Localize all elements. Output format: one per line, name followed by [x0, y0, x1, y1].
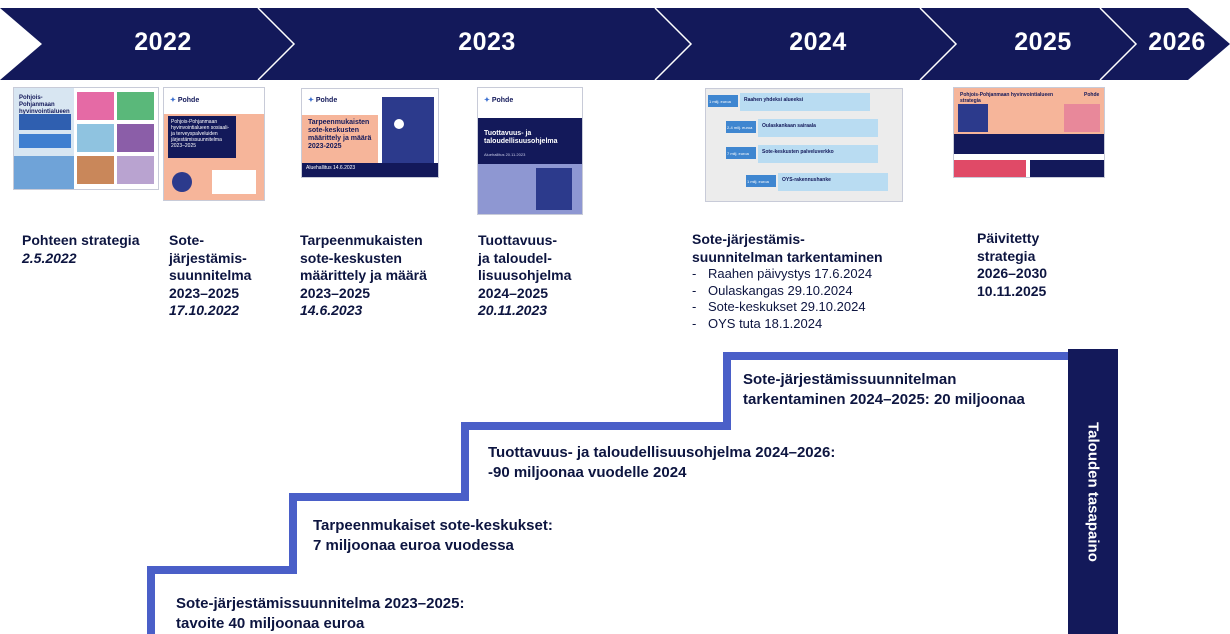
plan-thumb-logo: Pohde: [177, 97, 200, 104]
step-3-bar: [461, 422, 731, 430]
step-3-line2: -90 miljoonaa vuodelle 2024: [488, 464, 687, 481]
pohde-logo-icon: ✦: [308, 97, 314, 104]
milestone-refinement: Sote-järjestämis- suunnitelman tarkentam…: [692, 231, 922, 332]
milestone-plan-line2: järjestämis-: [169, 249, 247, 266]
list-item: Sote-keskukset 29.10.2024: [692, 299, 922, 316]
refine-row-3: Sote-keskusten palveluverkko: [762, 149, 834, 155]
milestone-productivity-line1: Tuottavuus-: [478, 232, 558, 248]
refine-label-2: 2-4 milj. euroa: [727, 125, 753, 130]
step-3-text: Tuottavuus- ja taloudellisuusohjelma 202…: [488, 443, 835, 483]
milestone-plan-date: 17.10.2022: [169, 302, 240, 318]
productivity-thumb-logo: Pohde: [491, 97, 514, 104]
refinement-thumbnail: 1 milj. euroa Raahen yhdeksi alueeksi 2-…: [705, 88, 903, 202]
milestone-updated-line4: 10.11.2025: [977, 282, 1047, 299]
milestone-updated-line1: Päivitetty: [977, 230, 1040, 246]
pohde-logo-icon: ✦: [484, 97, 490, 104]
step-2-line1: Tarpeenmukaiset sote-keskukset:: [313, 517, 553, 534]
step-4-line1: Sote-järjestämissuunnitelman: [743, 371, 957, 388]
chevron-divider-2023: [257, 7, 296, 81]
chevron-divider-2025: [919, 7, 958, 81]
refine-label-1: 1 milj. euroa: [709, 99, 731, 104]
step-3-line1: Tuottavuus- ja taloudellisuusohjelma 202…: [488, 444, 836, 461]
step-4-bar: [723, 352, 1068, 360]
milestone-plan-line3: suunnitelma: [169, 267, 252, 283]
list-item: OYS tuta 18.1.2024: [692, 316, 922, 333]
list-item: Oulaskangas 29.10.2024: [692, 283, 922, 300]
updated-strategy-thumbnail: Pohjois-Pohjanmaan hyvinvointialueen str…: [953, 87, 1105, 178]
step-1-text: Sote-järjestämissuunnitelma 2023–2025: t…: [176, 594, 464, 634]
milestone-productivity-line3: lisuusohjelma: [478, 267, 572, 283]
milestone-productivity-line4: 2024–2025: [478, 284, 549, 301]
milestone-centers: Tarpeenmukaisten sote-keskusten määritte…: [300, 232, 460, 320]
milestone-plan-line4: 2023–2025: [169, 284, 240, 301]
centers-thumb-title: Tarpeenmukaisten sote-keskusten määritte…: [308, 119, 372, 150]
timeline-arrow: [0, 8, 1230, 80]
milestone-updated-strategy: Päivitetty strategia 2026–2030 10.11.202…: [977, 230, 1097, 300]
step-3-riser: [461, 422, 469, 501]
updated-thumb-logo: Pohde: [1084, 92, 1100, 98]
step-4-riser: [723, 352, 731, 430]
step-4-line2: tarkentaminen 2024–2025: 20 miljoonaa: [743, 391, 1025, 408]
milestone-centers-line1: Tarpeenmukaisten: [300, 232, 423, 248]
centers-thumbnail: ✦ Pohde Tarpeenmukaisten sote-keskusten …: [301, 88, 439, 178]
step-2-text: Tarpeenmukaiset sote-keskukset: 7 miljoo…: [313, 516, 553, 556]
year-2025: 2025: [1014, 28, 1072, 56]
milestone-centers-date: 14.6.2023: [300, 302, 363, 318]
updated-thumb-title: Pohjois-Pohjanmaan hyvinvointialueen str…: [960, 92, 1054, 104]
milestone-strategy: Pohteen strategia 2.5.2022: [22, 232, 162, 267]
milestone-refinement-line2: suunnitelman tarkentaminen: [692, 248, 883, 265]
milestone-refinement-list: Raahen päivystys 17.6.2024 Oulaskangas 2…: [692, 266, 922, 332]
milestone-productivity-date: 20.11.2023: [478, 302, 548, 318]
chevron-divider-2024: [654, 7, 693, 81]
year-2026: 2026: [1148, 28, 1206, 56]
productivity-thumb-small: Aluehallitus 20.11.2023: [484, 152, 526, 157]
year-2023: 2023: [458, 28, 516, 56]
step-2-riser: [289, 493, 297, 574]
strategy-thumbnail: Pohjois-Pohjanmaan hyvinvointialueen str…: [13, 87, 159, 190]
strategy-thumb-title-1: Pohjois-Pohjanmaan: [19, 95, 55, 108]
milestone-centers-line4: 2023–2025: [300, 284, 371, 301]
step-1-riser: [147, 566, 155, 634]
milestone-plan-line1: Sote-: [169, 232, 204, 248]
goal-bar: [1068, 349, 1118, 634]
centers-thumb-small: Aluehallitus 14.6.2023: [306, 165, 356, 171]
milestone-strategy-title: Pohteen strategia: [22, 232, 140, 248]
year-2022: 2022: [134, 28, 192, 56]
refine-row-1: Raahen yhdeksi alueeksi: [744, 97, 804, 103]
step-2-bar: [289, 493, 469, 501]
plan-thumb-title: Pohjois-Pohjanmaan hyvinvointialueen sos…: [168, 116, 236, 158]
timeline-band: [0, 7, 1230, 81]
milestone-refinement-line1: Sote-järjestämis-: [692, 231, 805, 247]
centers-thumb-logo: Pohde: [315, 97, 338, 104]
milestone-updated-line3: 2026–2030: [977, 265, 1048, 281]
year-2024: 2024: [789, 28, 847, 56]
step-1-line1: Sote-järjestämissuunnitelma 2023–2025:: [176, 595, 465, 612]
list-item: Raahen päivystys 17.6.2024: [692, 266, 922, 283]
milestone-centers-line2: sote-keskusten: [300, 249, 402, 266]
productivity-thumb-title: Tuottavuus- ja taloudellisuusohjelma: [484, 130, 558, 145]
milestone-strategy-date: 2.5.2022: [22, 249, 77, 266]
refine-row-2: Oulaskankaan sairaala: [762, 123, 816, 129]
step-4-text: Sote-järjestämissuunnitelman tarkentamin…: [743, 370, 1025, 410]
pohde-logo-icon: ✦: [170, 97, 176, 104]
step-2-line2: 7 miljoonaa euroa vuodessa: [313, 537, 514, 554]
milestone-updated-line2: strategia: [977, 247, 1036, 264]
goal-label: Talouden tasapaino: [1084, 422, 1102, 562]
refine-row-4: OYS-rakennushanke: [782, 177, 831, 183]
productivity-thumbnail: ✦ Pohde Tuottavuus- ja taloudellisuusohj…: [477, 87, 583, 215]
chevron-divider-2026: [1099, 7, 1138, 81]
milestone-productivity-line2: ja taloudel-: [478, 249, 552, 266]
milestone-productivity: Tuottavuus- ja taloudel- lisuusohjelma 2…: [478, 232, 618, 320]
step-1-bar: [147, 566, 297, 574]
milestone-centers-line3: määrittely ja määrä: [300, 267, 427, 283]
plan-thumbnail: ✦ Pohde Pohjois-Pohjanmaan hyvinvointial…: [163, 87, 265, 201]
refine-label-3: 7 milj. euroa: [727, 151, 749, 156]
step-1-line2: tavoite 40 miljoonaa euroa: [176, 615, 365, 632]
milestone-plan: Sote- järjestämis- suunnitelma 2023–2025…: [169, 232, 279, 320]
refine-label-4: 1 milj. euroa: [747, 179, 769, 184]
